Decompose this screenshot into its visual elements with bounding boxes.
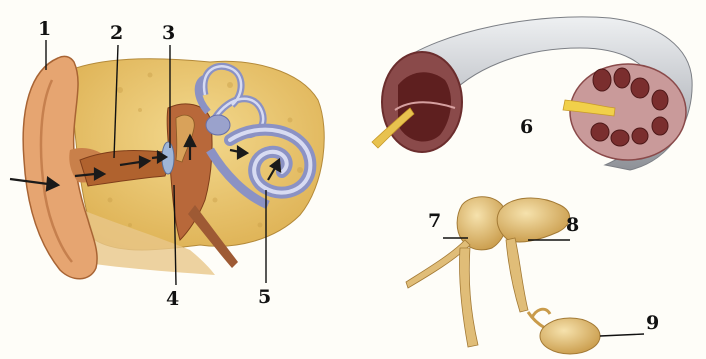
cochlear-tube-section	[372, 17, 692, 170]
incus-long-process	[506, 238, 528, 312]
label-6: 6	[520, 118, 533, 137]
vestibule	[206, 115, 230, 135]
label-2: 2	[110, 24, 123, 43]
label-3: 3	[162, 24, 175, 43]
label-9: 9	[646, 314, 659, 333]
label-8: 8	[566, 216, 579, 235]
incus	[497, 198, 569, 242]
ear-section	[10, 40, 324, 285]
malleus-shaft	[459, 248, 478, 347]
ossicles-chain	[406, 197, 644, 354]
label-4: 4	[166, 290, 179, 309]
label-1: 1	[38, 20, 51, 39]
label-7: 7	[428, 212, 441, 231]
label-5: 5	[258, 288, 271, 307]
stapes-footplate	[540, 318, 600, 354]
